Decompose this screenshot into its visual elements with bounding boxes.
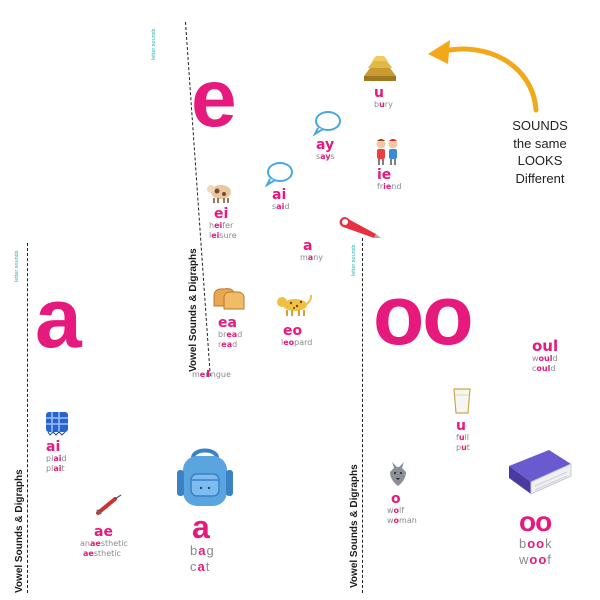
word-put: put: [456, 443, 470, 452]
piping-bag-icon: [339, 217, 381, 238]
word-bread: bread: [218, 330, 243, 339]
big-letter-e: e: [191, 53, 237, 144]
group-oo-oo: oo book woof: [519, 508, 553, 569]
section-heading-a: Vowel Sounds & Digraphs: [14, 469, 25, 593]
curved-arrow-icon: [428, 40, 539, 113]
friends-icon: [376, 139, 398, 165]
grapheme-e-u: u: [374, 85, 384, 101]
book-icon: [509, 450, 572, 495]
word-bag: bag: [190, 543, 215, 558]
grapheme-eo: eo: [283, 323, 303, 339]
word-read: read: [218, 340, 238, 349]
annotation-line-1: SOUNDS: [512, 118, 568, 133]
section-tag-e: letter sounds: [151, 28, 157, 61]
word-bury: bury: [374, 100, 393, 109]
word-said: said: [272, 202, 290, 211]
group-oo-u: u full put: [456, 419, 470, 453]
grapheme-e-ai: ai: [272, 187, 287, 203]
group-e-ay: ay says: [316, 138, 335, 162]
word-many: many: [300, 253, 324, 262]
word-book: book: [519, 536, 553, 551]
grapheme-e-a: a: [303, 238, 313, 254]
group-e-ei: ei heifer leisure: [209, 207, 237, 241]
group-e-e: meringue: [192, 366, 231, 380]
group-a-ai: ai plaid plait: [46, 440, 67, 474]
grapheme-ea: ea: [218, 315, 237, 331]
annotation-text: SOUNDS the same LOOKS Different: [490, 117, 590, 187]
word-woman: woman: [387, 516, 417, 525]
group-e-ea: ea bread read: [218, 316, 242, 350]
divider-line-a: [27, 243, 28, 593]
annotation-line-3: LOOKS: [517, 153, 563, 169]
grapheme-oo-u: u: [456, 418, 466, 434]
word-friend: friend: [377, 182, 402, 191]
big-letter-oo: oo: [373, 268, 474, 362]
grapheme-ae: ae: [94, 524, 113, 540]
word-meringue: meringue: [192, 370, 231, 379]
word-would: would: [532, 354, 558, 363]
milk-glass-icon: [453, 388, 471, 414]
word-wolf: wolf: [387, 506, 405, 515]
grapheme-ay: ay: [316, 137, 335, 153]
word-says: says: [316, 152, 335, 161]
divider-line-oo: [362, 238, 363, 593]
grapheme-ai: ai: [46, 439, 61, 455]
word-aesthetic: aesthetic: [83, 549, 121, 558]
grapheme-oo-oo: oo: [519, 506, 552, 537]
word-full: full: [456, 433, 469, 442]
backpack-icon: [177, 448, 233, 506]
group-e-eo: eo leopard: [281, 324, 312, 348]
word-plait: plait: [46, 464, 65, 473]
grapheme-oul: oul: [532, 337, 559, 355]
leopard-icon: [277, 294, 313, 316]
annotation-line-2: the same: [513, 135, 567, 151]
word-cat: cat: [190, 559, 211, 575]
group-a-a: a bag cat: [190, 511, 215, 576]
group-e-a: a many: [300, 239, 323, 263]
plaid-cloth-icon: [46, 412, 68, 436]
syringe-icon: [96, 494, 122, 515]
word-plaid: plaid: [46, 454, 67, 463]
annotation-line-4: Different: [515, 170, 565, 186]
group-oo-oul: oul would could: [532, 339, 558, 374]
tick-mark: [207, 370, 209, 377]
grapheme-ei: ei: [214, 206, 229, 222]
section-tag-oo: letter sounds: [351, 244, 357, 277]
grapheme-ie: ie: [377, 167, 392, 183]
word-leopard: leopard: [281, 338, 313, 347]
speech-bubble-icon: [264, 162, 293, 187]
grapheme-oo-o: o: [391, 491, 401, 507]
big-letter-a: a: [35, 271, 82, 365]
cow-icon: [207, 185, 231, 203]
group-e-ie: ie friend: [377, 168, 401, 192]
speech-bubble-icon-2: [312, 111, 341, 136]
grapheme-a: a: [192, 509, 210, 545]
group-e-u: u bury: [374, 86, 393, 110]
group-oo-o: o wolf woman: [387, 492, 417, 526]
section-heading-e: Vowel Sounds & Digraphs: [188, 248, 199, 372]
section-tag-a: letter sounds: [14, 250, 20, 283]
wolf-icon: [390, 462, 406, 486]
word-anaesthetic: anaesthetic: [80, 539, 128, 548]
group-e-ai: ai said: [272, 188, 289, 212]
gold-bars-icon: [364, 56, 396, 81]
section-heading-oo: Vowel Sounds & Digraphs: [349, 464, 360, 588]
word-leisure: leisure: [209, 231, 237, 240]
group-a-ae: ae anaesthetic aesthetic: [80, 525, 128, 559]
word-heifer: heifer: [209, 221, 234, 230]
bread-icon: [213, 288, 245, 310]
word-could: could: [532, 364, 556, 373]
word-woof: woof: [519, 552, 552, 568]
